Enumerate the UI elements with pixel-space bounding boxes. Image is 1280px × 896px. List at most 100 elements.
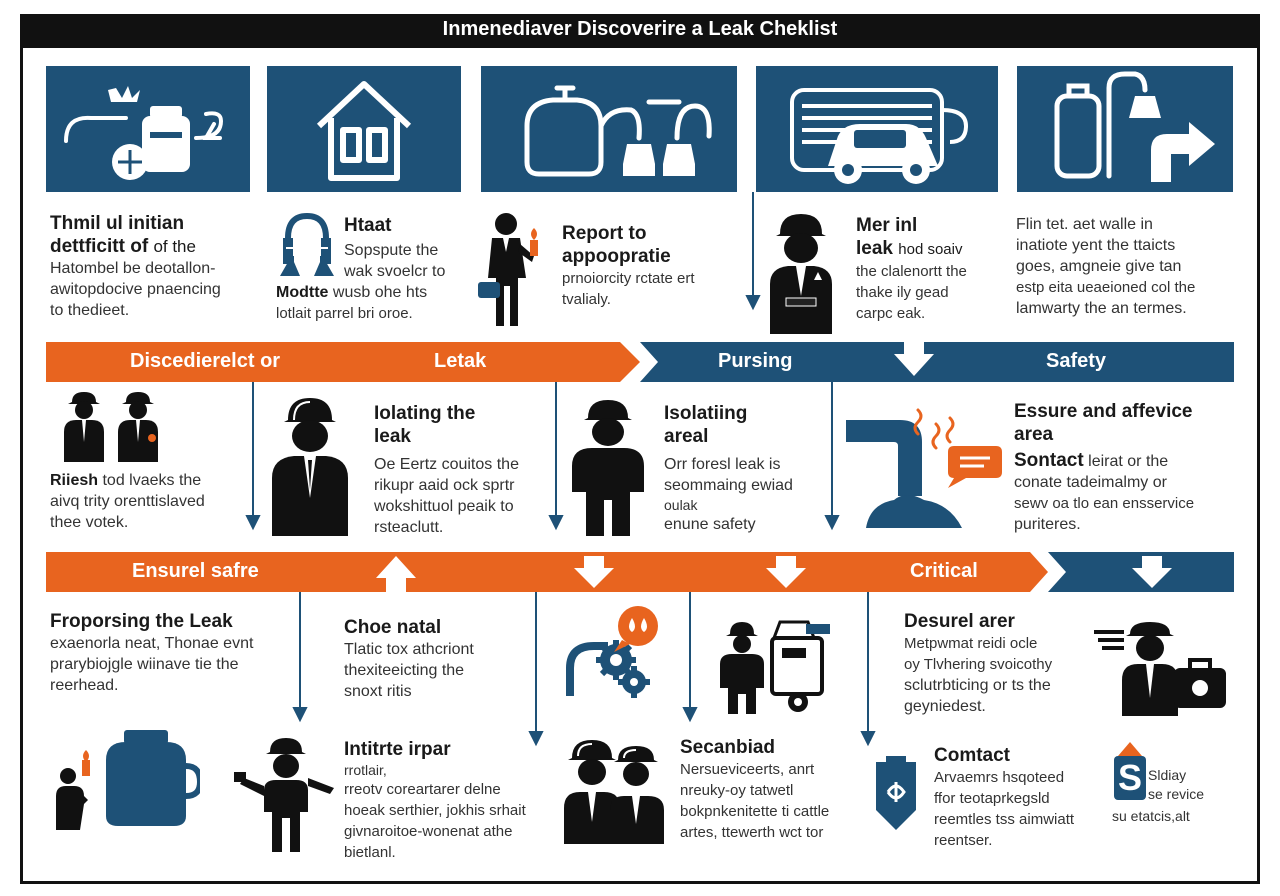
page-title: Inmenediaver Discoverire a Leak Cheklist [442,18,838,40]
step-8-heading-line-2: areal [664,426,709,447]
step-1-heading-tail: of the [153,237,196,256]
step-13-body-5: bietlanl. [344,844,396,861]
step-3-block: Report to appoopratie prnoiorcity rctate… [562,222,742,310]
top-tile-3 [481,66,737,192]
step-2-subhead: Modtte [276,284,329,301]
tank-person-pictogram [50,730,200,830]
step-9-heading-line-1: Essure and affevice [1014,401,1193,422]
step-15-body-1: Arvaemrs hsqoteed [934,769,1065,786]
step-4-body-1: the clalenortt the [856,263,967,280]
step-6-block: Riiesh tod lvaeks the aivq trity orentti… [50,470,250,533]
step-5-body-2: inatiote yent the ttaicts [1016,237,1176,254]
step-4-heading-line-2: leak [856,238,893,259]
step-13-body-2: rreotv coreartarer delne [344,781,501,798]
step-1-body-3: to thedieet. [50,302,130,319]
step-3-body-1: prnoiorcity rctate ert [562,270,695,287]
official-briefcase-pictogram [1094,620,1230,716]
step-11-body-3: snoxt ritis [344,683,412,700]
official-with-briefcase-icon [1094,622,1226,716]
service-badge-pictogram [1110,740,1150,802]
step-14-heading: Secanbiad [680,737,776,758]
step-9-heading-tail: leirat or the [1088,453,1169,470]
step-12-heading: Desurel arer [904,611,1015,632]
step-8-body-1: Orr foresl leak is [664,456,781,473]
leaking-pipe-icon [846,408,1002,528]
step-15-body-4: reentser. [934,832,993,849]
step-15-heading: Comtact [934,745,1011,766]
step-7-body-3: wokshittuol peaik to [374,498,514,515]
step-8-heading-line-1: Isolatiing [664,403,748,424]
worker-cart-pictogram [716,618,836,714]
step-15-block: Comtact Arvaemrs hsqoteed ffor teotaprke… [934,744,1104,851]
meter-and-tank-icon [64,86,224,180]
worker-pictogram-1 [766,210,836,334]
step-10-body-3: reerhead. [50,677,119,694]
worker-with-cart-icon [720,620,830,714]
step-9-heading-line-2: area [1014,424,1054,445]
hardhat-worker-suit-icon [272,398,348,536]
step-4-heading-tail: hod soaiv [898,241,963,258]
band-2-label-1: Ensurel safre [132,560,259,582]
worker-pictogram-3 [566,396,650,536]
step-1-heading-line-1: Thmil ul initian [50,213,185,234]
step-2-body: Sopspute the wak svoelcr to [344,240,484,282]
businesswoman-pictogram [478,208,546,326]
truck-and-car-icon [790,88,969,184]
step-6-body-2: thee votek. [50,514,129,531]
step-2-body-2: wak svoelcr to [344,263,446,280]
step-9-body-3: puriteres. [1014,516,1081,533]
step-4-body-2: thake ily gead [856,284,949,301]
step-7-block: Iolating the leak Oe Eertz couitos the r… [374,402,544,538]
two-workers-pictogram [56,390,166,462]
step-13-body-1: rrotlair, [344,762,387,778]
top-tile-5 [1017,66,1233,192]
step-10-body-2: prarybiojgle wiinave tie the [50,656,239,673]
step-11-body-2: thexiteeicting the [344,662,465,679]
shield-badge-icon [876,756,916,830]
step-7-body-2: rikupr aaid ock sprtr [374,477,515,494]
step-3-heading-line-1: Report to [562,223,647,244]
worker-pictogram-2 [268,394,352,536]
step-9-block: Essure and affevice area Sontact leirat … [1014,400,1240,535]
step-5-body-4: estp eita ueaeioned col the [1016,279,1196,296]
band-1-label-1: Discedierelct or [130,350,281,372]
worker-arms-out-icon [234,738,334,852]
band-1-label-3: Pursing [718,350,793,372]
step-11-block: Choe natal Tlatic tox athcriont thexitee… [344,616,524,702]
hardhat-worker-standing-icon [572,400,644,536]
step-13-body-4: givnaroitoe-wonenat athe [344,823,513,840]
step-12-body-4: geyniedest. [904,698,986,715]
step-1-body-1: Hatombel be deotallon- [50,260,216,277]
two-workers-pictogram-2 [562,736,666,844]
step-7-heading-line-1: Iolating the [374,403,476,424]
step-12-body-1: Metpwmat reidi ocle [904,635,1038,652]
service-badge-letter: S [1117,757,1142,798]
step-16-body-1: Sldiay [1148,767,1187,783]
top-tile-2 [267,66,461,192]
step-10-heading: Froporsing the Leak [50,611,233,632]
step-4-heading-line-1: Mer inl [856,215,918,236]
step-6-heading: Riiesh [50,472,99,489]
step-3-heading-line-2: appoopratie [562,246,671,267]
page-frame [20,14,1260,884]
step-5-body-5: lamwarty the an termes. [1016,300,1187,317]
step-2-body-1: Sopspute the [344,242,439,259]
step-5-block: Flin tet. aet walle in inatiote yent the… [1016,214,1240,319]
step-8-body-3: oulak [664,497,698,513]
valve-pictogram [278,212,336,278]
step-5-body-3: goes, amgneie give tan [1016,258,1182,275]
title-bar [20,14,1260,48]
step-2-lower: Modtte wusb ohe hts lotlait parrel bri o… [276,282,476,324]
step-14-body-1: Nersueviceerts, anrt [680,761,815,778]
step-16-body-3: su etatcis,alt [1112,808,1190,824]
step-14-body-4: artes, ttewerth wct tor [680,824,824,841]
cylinder-and-arrow-icon [1054,71,1215,182]
step-4-block: Mer inl leak hod soaiv the clalenortt th… [856,214,996,324]
step-13-heading: Intitrte irpar [344,739,451,760]
step-15-body-3: reemtles tss aimwiatt [934,811,1075,828]
service-s-badge-icon [1114,742,1146,800]
leaking-pipe-pictogram [846,400,1002,528]
step-6-heading-tail: tod lvaeks the [102,472,202,489]
step-5-body-1: Flin tet. aet walle in [1016,216,1153,233]
band-1-label-4: Safety [1046,350,1107,372]
